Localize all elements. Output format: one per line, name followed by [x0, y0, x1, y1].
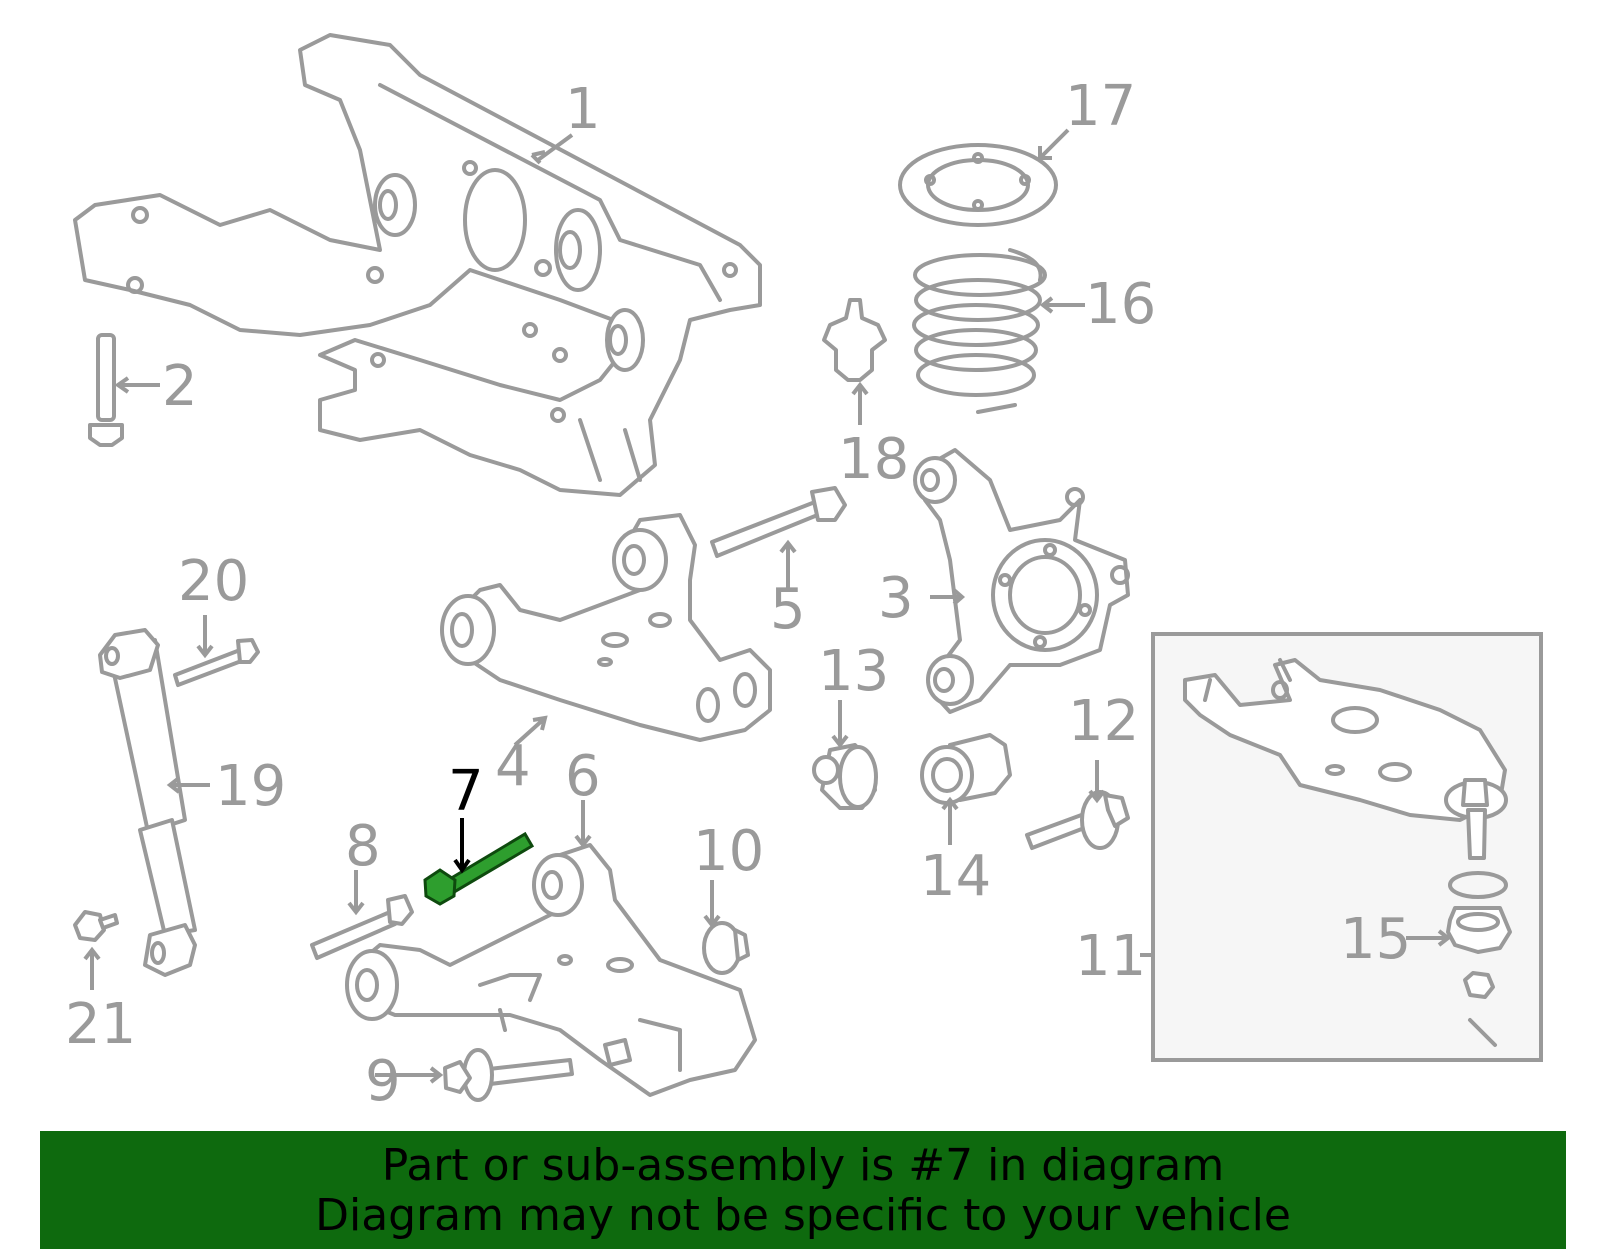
part-11-inset-box	[1151, 632, 1543, 1062]
callout-19: 19	[215, 754, 286, 819]
part-9-cam-bolt	[443, 1048, 574, 1102]
callout-20: 20	[178, 549, 249, 614]
callout-5: 5	[770, 577, 806, 642]
callout-3: 3	[878, 566, 914, 631]
part-1-crossmember	[73, 33, 762, 497]
callout-6: 6	[565, 744, 601, 809]
banner-line-2: Diagram may not be specific to your vehi…	[315, 1190, 1291, 1241]
callout-15: 15	[1340, 907, 1411, 972]
part-10-bushing	[702, 921, 750, 975]
callout-13: 13	[818, 639, 889, 704]
callout-2: 2	[162, 354, 198, 419]
callout-18: 18	[838, 427, 909, 492]
part-8-bolt	[310, 894, 414, 960]
callout-12: 12	[1068, 689, 1139, 754]
callout-16: 16	[1085, 272, 1156, 337]
part-16-coil-spring	[912, 248, 1047, 414]
part-21-nut	[73, 910, 119, 942]
part-6-lower-arm	[345, 843, 757, 1097]
callout-1: 1	[565, 77, 601, 142]
callout-7: 7	[448, 759, 484, 824]
leader-lines	[83, 128, 1452, 1084]
callout-10: 10	[693, 819, 764, 884]
part-3-knuckle	[913, 448, 1130, 714]
part-7-bolt-highlighted	[423, 831, 535, 906]
info-banner: Part or sub-assembly is #7 in diagram Di…	[40, 1131, 1566, 1249]
part-4-upper-arm	[440, 513, 772, 742]
callout-9: 9	[365, 1049, 401, 1114]
part-20-bolt	[173, 638, 260, 687]
callout-17: 17	[1065, 74, 1136, 139]
part-19-shock	[98, 628, 197, 977]
part-2-bolt	[88, 333, 124, 447]
callout-21: 21	[65, 992, 136, 1057]
callout-labels: 1 2 3 4 5 6 7 8 9 10 11 12 13 14 15 16 1…	[65, 74, 1411, 1114]
callout-14: 14	[920, 844, 991, 909]
part-5-bolt	[710, 486, 847, 558]
part-14-bushing	[920, 733, 1012, 805]
callout-4: 4	[495, 734, 531, 799]
part-18-bump-stop	[822, 298, 887, 382]
callout-11: 11	[1075, 924, 1146, 989]
callout-8: 8	[345, 814, 381, 879]
part-13-bushing	[812, 743, 878, 810]
part-17-spring-seat	[898, 143, 1058, 227]
part-12-cam-bolt	[1025, 790, 1130, 850]
banner-line-1: Part or sub-assembly is #7 in diagram	[381, 1140, 1225, 1191]
